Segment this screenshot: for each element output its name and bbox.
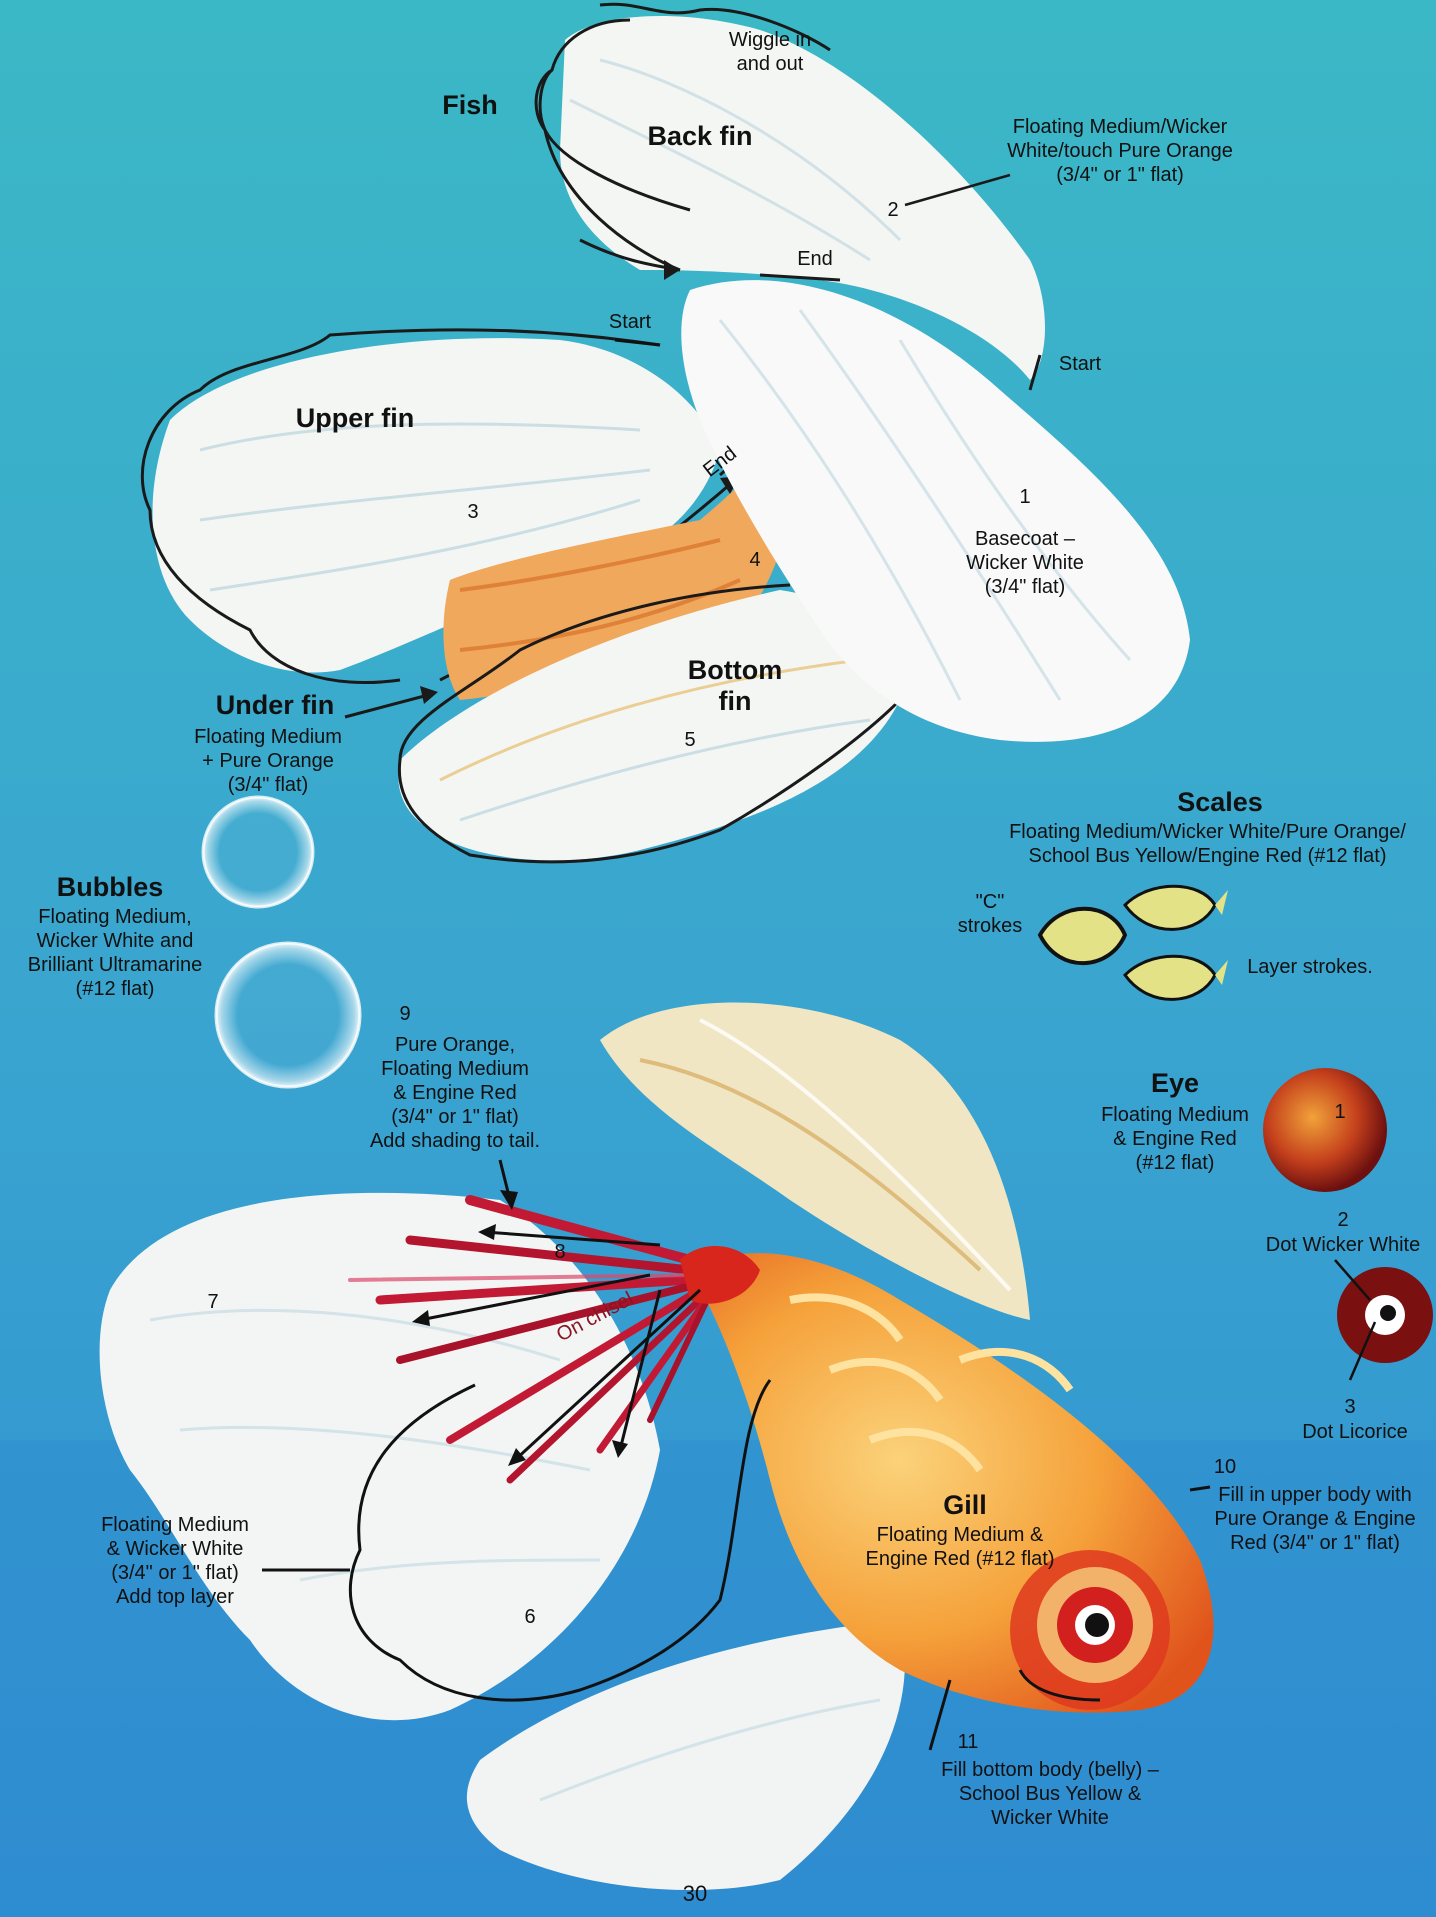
bottom-fin-label: Bottom fin [665, 655, 805, 717]
step-1-number: 1 [1010, 485, 1040, 509]
layer-strokes-label: Layer strokes. [1230, 955, 1390, 979]
step-11-number: 11 [948, 1730, 988, 1754]
back-fin-end-label: End [785, 247, 845, 271]
eye-paint-note: Floating Medium & Engine Red (#12 flat) [1080, 1103, 1270, 1175]
step-5-number: 5 [675, 728, 705, 752]
step-7-number: 7 [198, 1290, 228, 1314]
scales-title: Scales [1165, 787, 1275, 818]
eye-step-1-number: 1 [1325, 1100, 1355, 1124]
under-fin-paint-note: Floating Medium + Pure Orange (3/4" flat… [178, 725, 358, 797]
right-start-label: Start [1045, 352, 1115, 376]
eye-step-3-number: 3 [1335, 1395, 1365, 1419]
upper-fin-label: Upper fin [280, 403, 430, 434]
wiggle-label: Wiggle in and out [690, 28, 850, 76]
step-3-number: 3 [458, 500, 488, 524]
bubbles-title: Bubbles [45, 872, 175, 903]
gill-label: Gill [925, 1490, 1005, 1521]
step-4-number: 4 [740, 548, 770, 572]
back-fin-paint-note: Floating Medium/Wicker White/touch Pure … [970, 115, 1270, 187]
fill-belly-note: Fill bottom body (belly) – School Bus Ye… [910, 1758, 1190, 1830]
eye-step-2-number: 2 [1328, 1208, 1358, 1232]
c-strokes-label: "C" strokes [945, 890, 1035, 938]
step-2-number: 2 [878, 198, 908, 222]
tail-shading-note: Pure Orange, Floating Medium & Engine Re… [340, 1033, 570, 1153]
back-fin-label: Back fin [630, 121, 770, 152]
top-layer-note: Floating Medium & Wicker White (3/4" or … [80, 1513, 270, 1609]
scales-paint-note: Floating Medium/Wicker White/Pure Orange… [985, 820, 1430, 868]
step-10-number: 10 [1205, 1455, 1245, 1479]
step-6-number: 6 [515, 1605, 545, 1629]
page-number: 30 [670, 1882, 720, 1906]
dot-wicker-white-label: Dot Wicker White [1250, 1233, 1436, 1257]
gill-paint-note: Floating Medium & Engine Red (#12 flat) [845, 1523, 1075, 1571]
under-fin-label: Under fin [200, 690, 350, 721]
basecoat-note: Basecoat – Wicker White (3/4" flat) [945, 527, 1105, 599]
dot-licorice-label: Dot Licorice [1280, 1420, 1430, 1444]
step-9-number: 9 [390, 1002, 420, 1026]
upper-fin-start-label: Start [600, 310, 660, 334]
eye-title: Eye [1135, 1068, 1215, 1099]
step-8-number: 8 [545, 1240, 575, 1264]
bubbles-paint-note: Floating Medium, Wicker White and Brilli… [10, 905, 220, 1001]
fill-upper-body-note: Fill in upper body with Pure Orange & En… [1200, 1483, 1430, 1555]
fish-title: Fish [415, 90, 525, 121]
